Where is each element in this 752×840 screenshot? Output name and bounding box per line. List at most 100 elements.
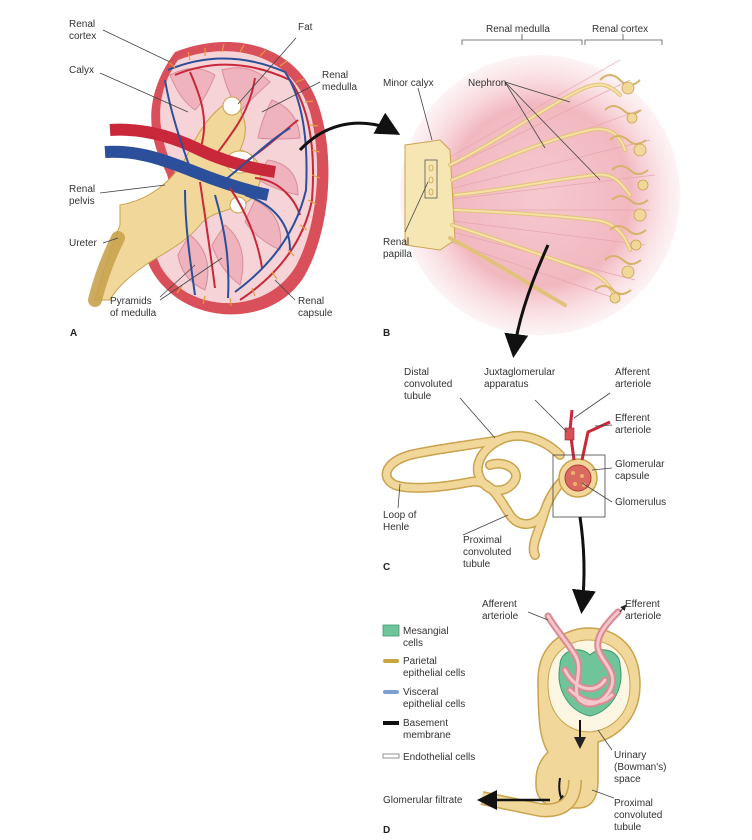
label-afferent-d-1: Afferent — [482, 599, 517, 610]
label-proximal-d-2: convoluted — [614, 810, 662, 821]
panel-letter-b: B — [383, 328, 390, 339]
label-proximal-c-1: Proximal — [463, 535, 502, 546]
pyramids-of-medulla — [169, 67, 301, 291]
label-proximal-d-1: Proximal — [614, 798, 653, 809]
svg-text:Urinary(Bowman's)space: Urinary(Bowman's)space — [614, 750, 666, 785]
panel-b-nephrons: Renal medulla Renal cortex Minor calyx N… — [383, 24, 680, 339]
label-renal-papilla-1: Renal — [383, 237, 409, 248]
label-loop-2: Henle — [383, 522, 410, 533]
legend-label-visceral-2: epithelial cells — [403, 699, 465, 710]
medulla-glow — [400, 55, 680, 335]
legend-swatch-basement — [383, 721, 399, 725]
zoom-box — [552, 454, 606, 518]
fat-shape — [222, 96, 242, 116]
label-calyx: Calyx — [69, 65, 94, 76]
label-minor-calyx: Minor calyx — [383, 78, 434, 89]
label-ureter: Ureter — [69, 238, 97, 249]
label-renal-cortex-1: Renal — [69, 19, 95, 30]
label-header-medulla: Renal medulla — [486, 24, 550, 35]
label-renal-capsule-1: Renal — [298, 296, 324, 307]
legend-label-endothelial: Endothelial cells — [403, 752, 475, 763]
label-urinary-2: (Bowman's) — [614, 762, 666, 773]
juxtaglomerular-apparatus-shape — [564, 427, 575, 441]
efferent-arteriole-c — [580, 420, 611, 461]
label-efferent-c-1: Efferent — [615, 413, 650, 424]
legend-swatch-parietal — [383, 659, 399, 663]
legend-label-parietal-1: Parietal — [403, 656, 437, 667]
arrow-c-to-d — [571, 516, 596, 614]
label-urinary-3: space — [614, 774, 641, 785]
label-renal-papilla-2: papilla — [383, 249, 412, 260]
label-urinary-1: Urinary — [614, 750, 646, 761]
label-renal-pelvis-1: Renal — [69, 184, 95, 195]
label-efferent-c-2: arteriole — [615, 425, 652, 436]
label-distal-1: Distal — [404, 367, 429, 378]
label-juxta-1: Juxtaglomerular — [484, 367, 556, 378]
label-loop-1: Loop of — [383, 510, 417, 521]
label-renal-cortex-2: cortex — [69, 31, 96, 42]
bracket-cortex — [584, 34, 663, 45]
ureter-shape — [88, 231, 125, 307]
panel-letter-c: C — [383, 562, 390, 573]
label-afferent-d-2: arteriole — [482, 611, 519, 622]
panel-letter-a: A — [70, 328, 77, 339]
label-renal-medulla-2: medulla — [322, 82, 357, 93]
label-efferent-d-1: Efferent — [625, 599, 660, 610]
label-glomerular-capsule-2: capsule — [615, 471, 650, 482]
label-juxta-2: apparatus — [484, 379, 528, 390]
glomerulus-shape — [564, 464, 592, 492]
legend-label-mesangial-2: cells — [403, 638, 423, 649]
renal-vein — [104, 145, 270, 201]
label-pyramids-1: Pyramids — [110, 296, 152, 307]
legend-label-basement-2: membrane — [403, 730, 451, 741]
panel-letter-d: D — [383, 825, 390, 836]
arrow-a-to-b — [298, 112, 401, 152]
label-glomerulus: Glomerulus — [615, 497, 666, 508]
bracket-medulla — [461, 34, 583, 45]
label-header-cortex: Renal cortex — [592, 24, 648, 35]
label-renal-pelvis-2: pelvis — [69, 196, 95, 207]
label-renal-capsule-2: capsule — [298, 308, 333, 319]
label-glomerular-filtrate: Glomerular filtrate — [383, 795, 463, 806]
legend-label-basement-1: Basement — [403, 718, 448, 729]
legend-swatch-mesangial — [382, 624, 400, 637]
legend-swatch-endothelial — [382, 753, 400, 759]
arrow-b-to-c — [504, 244, 550, 358]
legend-label-visceral-1: Visceral — [403, 687, 438, 698]
label-afferent-c-2: arteriole — [615, 379, 652, 390]
label-distal-3: tubule — [404, 391, 432, 402]
label-efferent-d-2: arteriole — [625, 611, 662, 622]
label-proximal-d-3: tubule — [614, 822, 642, 833]
legend-label-parietal-2: epithelial cells — [403, 668, 465, 679]
label-pyramids-2: of medulla — [110, 308, 157, 319]
legend-swatch-visceral — [383, 690, 399, 694]
label-fat: Fat — [298, 22, 313, 33]
label-distal-2: convoluted — [404, 379, 452, 390]
label-proximal-c-3: tubule — [463, 559, 491, 570]
